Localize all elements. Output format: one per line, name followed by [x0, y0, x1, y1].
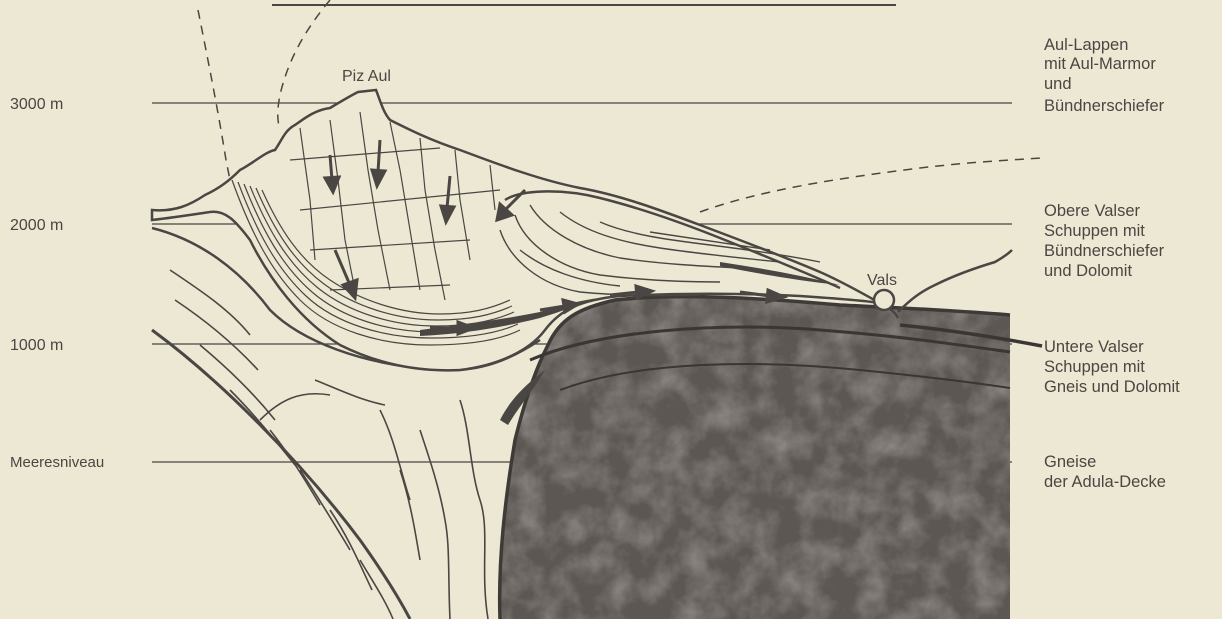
label-piz-aul: Piz Aul: [342, 68, 391, 85]
label-2000m: 2000 m: [10, 217, 63, 234]
legend-obere-line-4: und Dolomit: [1044, 262, 1132, 280]
legend-obere-line-3: Bündnerschiefer: [1044, 242, 1165, 260]
label-1000m: 1000 m: [10, 337, 63, 354]
legend-untere-line-1: Untere Valser: [1044, 338, 1144, 356]
legend-obere-line-2: Schuppen mit: [1044, 222, 1145, 240]
legend-aul-line-1: Aul-Lappen: [1044, 36, 1128, 54]
adula-gneiss-mass: [490, 290, 1020, 619]
legend-adula-line-1: Gneise: [1044, 453, 1096, 471]
legend-aul-line-2: mit Aul-Marmor: [1044, 55, 1156, 73]
legend-obere-line-1: Obere Valser: [1044, 202, 1140, 220]
legend-untere-line-3: Gneis und Dolomit: [1044, 378, 1180, 396]
legend-adula-line-2: der Adula-Decke: [1044, 473, 1166, 491]
vals-village-marker: [874, 290, 894, 310]
legend-aul-line-3: und: [1044, 75, 1072, 93]
unit-legend: Aul-Lappen mit Aul-Marmor und Bündnersch…: [1044, 36, 1180, 491]
legend-untere-line-2: Schuppen mit: [1044, 358, 1145, 376]
label-vals: Vals: [867, 272, 897, 289]
label-sea-level: Meeresniveau: [10, 454, 104, 471]
label-3000m: 3000 m: [10, 96, 63, 113]
legend-aul-line-4: Bündnerschiefer: [1044, 97, 1165, 115]
